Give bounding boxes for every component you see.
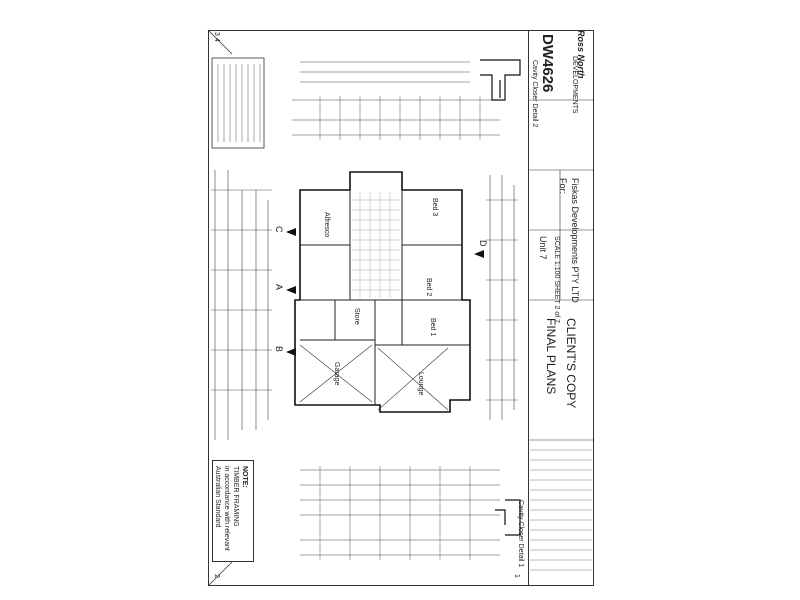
client-name: Fiskas Developments PTY LTD bbox=[570, 178, 580, 303]
cavity-closer-label-top: Cavity Closer Detail 2 bbox=[531, 60, 538, 128]
title-block-lines bbox=[528, 99, 594, 441]
section-marker-d: D bbox=[478, 240, 488, 247]
corner-mark bbox=[207, 29, 233, 55]
note-title: NOTE: bbox=[241, 466, 248, 488]
bottom-dimension-chain bbox=[300, 469, 500, 556]
sheet-number-top: 3 4 bbox=[213, 32, 220, 42]
lounge-cross bbox=[377, 347, 449, 411]
cavity-closer-detail-1 bbox=[495, 499, 521, 536]
right-dimension-chain bbox=[489, 175, 515, 420]
room-label-lounge: Lounge bbox=[417, 372, 424, 396]
clients-copy-stamp: CLIENT'S COPY bbox=[564, 318, 578, 409]
left-dimension-chain bbox=[214, 170, 269, 440]
notes-box-top bbox=[211, 57, 265, 149]
sheet-number-bottom-right: 1 bbox=[513, 574, 520, 578]
tile-hatch bbox=[352, 192, 400, 298]
drawing-title: Unit 7 bbox=[538, 236, 548, 260]
cavity-closer-label-bottom: Cavity Closer Detail 1 bbox=[517, 500, 524, 568]
sheet-number-bottom-left: 2 bbox=[213, 574, 220, 578]
drawing-scale: SCALE 1:100 SHEET 2 of 7 bbox=[553, 236, 560, 324]
room-label-bed1: Bed 1 bbox=[429, 318, 436, 337]
section-marker-a: A bbox=[274, 284, 284, 291]
top-dimension-chain bbox=[292, 61, 500, 136]
section-markers bbox=[286, 228, 484, 356]
cavity-closer-detail-2 bbox=[480, 59, 521, 101]
building-outline bbox=[294, 171, 471, 413]
timber-framing-note bbox=[212, 460, 254, 562]
final-plans-stamp: FINAL PLANS bbox=[544, 318, 558, 395]
room-label-store: Store bbox=[353, 308, 360, 325]
drawing-sheet-border bbox=[208, 30, 594, 586]
section-marker-c: C bbox=[274, 226, 284, 233]
note-line-3: Australian Standard bbox=[214, 466, 221, 528]
title-block bbox=[528, 30, 594, 586]
garage-cross bbox=[299, 344, 373, 403]
internal-walls bbox=[300, 190, 470, 405]
note-line-2: in accordance with relevant bbox=[223, 466, 230, 551]
builder-subtitle: DEVELOPMENTS bbox=[571, 56, 578, 114]
drawing-number: DW4626 bbox=[539, 34, 556, 93]
corner-mark bbox=[207, 561, 233, 587]
note-line-1: TIMBER FRAMING bbox=[232, 466, 239, 527]
client-prefix: For: bbox=[558, 178, 568, 195]
room-label-garage: Garage bbox=[333, 362, 340, 386]
room-label-bed3: Bed 3 bbox=[431, 198, 438, 217]
room-label-alfresco: Alfresco bbox=[323, 212, 330, 238]
room-label-bed2: Bed 2 bbox=[425, 278, 432, 297]
section-marker-b: B bbox=[274, 346, 284, 353]
